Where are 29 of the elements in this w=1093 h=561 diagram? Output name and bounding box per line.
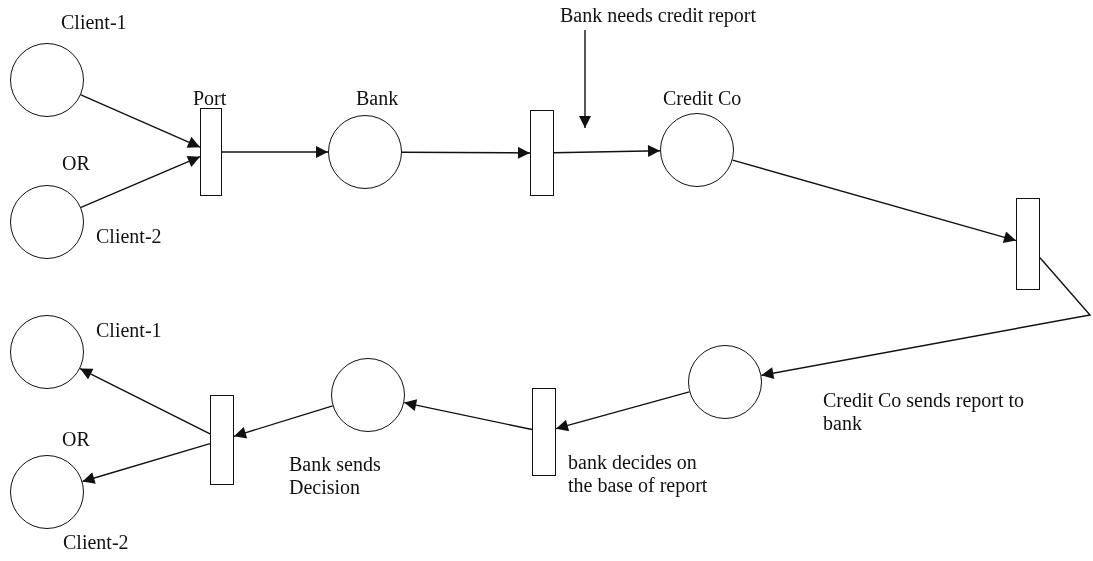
- transition-bar: [530, 110, 554, 196]
- arc-arrow: [555, 391, 691, 432]
- node-caption: Bank sends Decision: [289, 453, 382, 499]
- node-label: Client-1: [96, 319, 162, 342]
- or-label: OR: [62, 428, 90, 451]
- node-label: Port: [193, 87, 227, 110]
- node-label: Client-1: [61, 11, 127, 34]
- arc-arrow: [81, 442, 211, 484]
- arc-arrow: [80, 94, 201, 148]
- node-caption: bank decides on the base of report: [568, 451, 709, 497]
- annotation-text: Bank needs credit report: [560, 4, 757, 27]
- node-label: Client-2: [63, 531, 129, 554]
- arc-arrow: [401, 146, 531, 159]
- node-caption: Credit Co sends report to bank: [823, 389, 1026, 435]
- arc-arrow: [221, 146, 329, 158]
- arc-arrow: [553, 144, 661, 157]
- node-label: Credit Co: [663, 87, 742, 110]
- arc-arrow: [233, 405, 334, 439]
- arc-arrow: [80, 155, 201, 209]
- arc-arrow: [731, 159, 1017, 244]
- transition-bar: [1016, 198, 1040, 290]
- arc-arrow: [403, 399, 533, 431]
- pointer-arrow: [579, 29, 591, 129]
- node-label: Client-2: [96, 225, 162, 248]
- transition-bar: [210, 395, 234, 485]
- arc-arrow: [760, 257, 1092, 380]
- node-label: Bank: [356, 87, 399, 110]
- arc-arrow: [79, 367, 211, 435]
- or-label: OR: [62, 152, 90, 175]
